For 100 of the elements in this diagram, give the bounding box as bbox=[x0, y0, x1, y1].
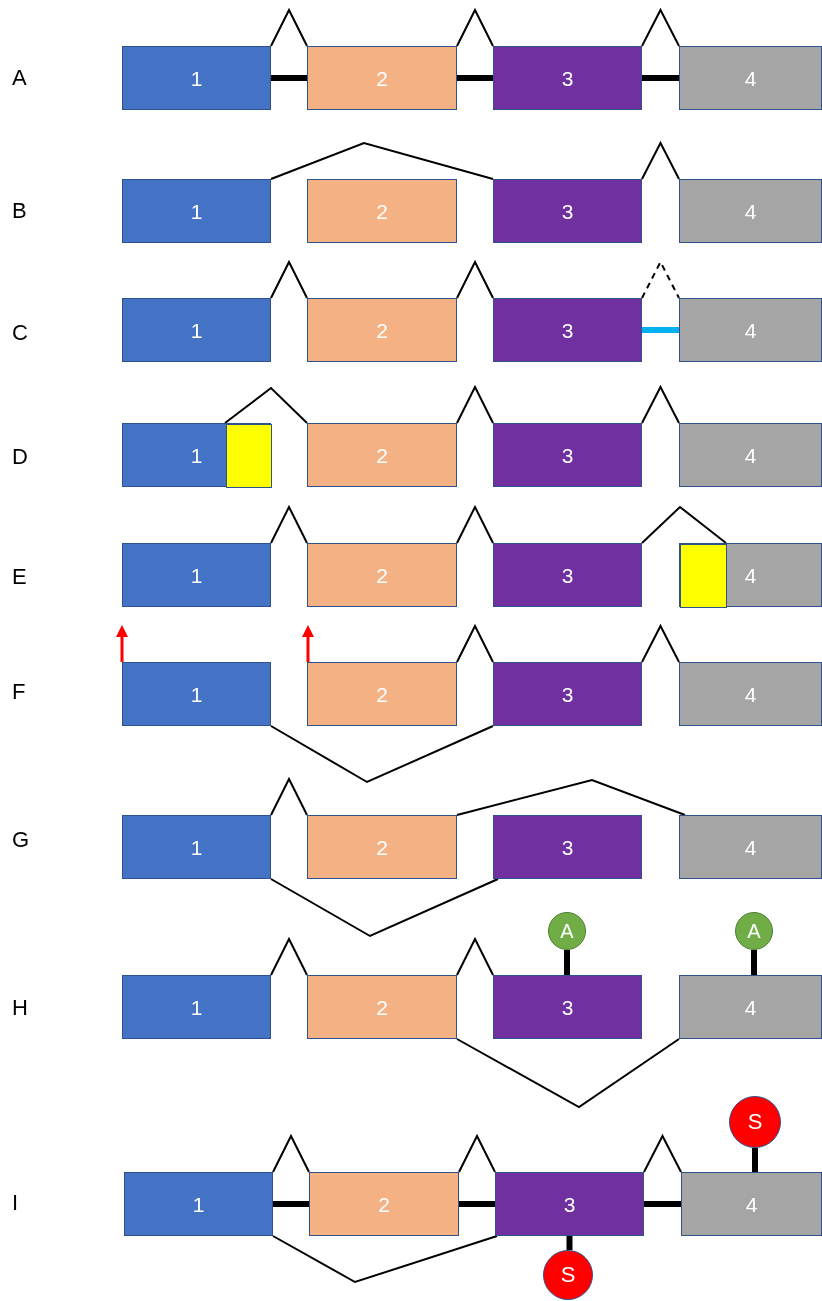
connector-bar bbox=[457, 75, 493, 81]
modification-letter: S bbox=[560, 1264, 576, 1286]
exon-number: 4 bbox=[744, 319, 757, 341]
exon-box bbox=[679, 423, 822, 487]
connector-bar bbox=[642, 75, 679, 81]
exon-box bbox=[679, 662, 822, 726]
splice-line bbox=[641, 7, 680, 47]
exon-number: 3 bbox=[561, 67, 574, 89]
splice-line bbox=[272, 1235, 498, 1284]
connector-bar bbox=[644, 1201, 681, 1207]
alternative-region-box bbox=[226, 424, 272, 488]
exon-number: 4 bbox=[744, 444, 757, 466]
connector-bar bbox=[752, 1148, 758, 1172]
exon-number: 2 bbox=[376, 444, 388, 466]
exon-box bbox=[122, 179, 271, 243]
exon-box bbox=[493, 975, 642, 1039]
exon-box bbox=[681, 1172, 822, 1236]
exon-number: 1 bbox=[192, 1193, 205, 1215]
alternative-region-box bbox=[680, 544, 727, 608]
exon-box bbox=[493, 815, 642, 879]
exon-number: 4 bbox=[744, 996, 757, 1018]
exon-box bbox=[122, 815, 271, 879]
exon-box bbox=[307, 179, 457, 243]
splice-line bbox=[456, 623, 494, 663]
splice-line bbox=[270, 936, 308, 976]
exon-box bbox=[679, 179, 822, 243]
exon-number: 1 bbox=[190, 996, 203, 1018]
exon-number: 2 bbox=[376, 683, 388, 705]
exon-number: 3 bbox=[561, 836, 574, 858]
exon-number: 1 bbox=[190, 444, 203, 466]
exon-number: 2 bbox=[376, 319, 388, 341]
row-label: H bbox=[12, 997, 28, 1019]
exon-box bbox=[679, 975, 822, 1039]
connector-bar bbox=[273, 1201, 309, 1207]
exon-box bbox=[124, 1172, 273, 1236]
row-label: I bbox=[12, 1192, 19, 1214]
exon-number: 4 bbox=[744, 836, 757, 858]
splice-line bbox=[643, 1133, 682, 1173]
splice-line bbox=[270, 7, 308, 47]
connector-bar bbox=[751, 950, 757, 975]
exon-number: 1 bbox=[190, 200, 203, 222]
row-label: F bbox=[12, 681, 26, 703]
exon-box bbox=[307, 975, 457, 1039]
exon-number: 1 bbox=[190, 836, 203, 858]
splice-line bbox=[224, 386, 308, 424]
exon-box bbox=[307, 815, 457, 879]
exon-number: 1 bbox=[190, 564, 203, 586]
modification-circle bbox=[735, 912, 773, 950]
exon-box bbox=[122, 298, 271, 362]
exon-number: 4 bbox=[745, 1193, 758, 1215]
modification-letter: S bbox=[747, 1111, 763, 1133]
exon-box bbox=[122, 662, 271, 726]
connector-bar bbox=[566, 1236, 573, 1250]
exon-number: 4 bbox=[744, 67, 757, 89]
exon-number: 2 bbox=[376, 836, 388, 858]
splice-line bbox=[270, 776, 308, 816]
exon-box bbox=[679, 46, 822, 110]
exon-box bbox=[122, 46, 271, 110]
exon-box bbox=[309, 1172, 459, 1236]
modification-letter: A bbox=[747, 921, 761, 941]
exon-box bbox=[679, 298, 822, 362]
row-label: D bbox=[12, 446, 28, 468]
exon-box bbox=[679, 543, 822, 607]
exon-number: 3 bbox=[561, 444, 574, 466]
exon-number: 3 bbox=[561, 996, 574, 1018]
exon-number: 3 bbox=[563, 1193, 576, 1215]
splice-line bbox=[641, 384, 680, 424]
exon-box bbox=[679, 815, 822, 879]
row-label: A bbox=[12, 67, 27, 89]
splice-line bbox=[458, 1133, 496, 1173]
exon-box bbox=[307, 423, 457, 487]
splice-line bbox=[270, 504, 308, 544]
exon-box bbox=[493, 46, 642, 110]
splice-line bbox=[456, 778, 686, 816]
splice-line bbox=[641, 623, 680, 663]
splice-line bbox=[456, 936, 494, 976]
connector-bar bbox=[459, 1201, 495, 1207]
splice-line bbox=[270, 725, 494, 784]
splice-line bbox=[270, 878, 499, 938]
modification-circle bbox=[543, 1250, 593, 1300]
connector-bar bbox=[564, 950, 570, 975]
exon-box bbox=[493, 298, 642, 362]
row-label: B bbox=[12, 200, 27, 222]
exon-box bbox=[122, 543, 271, 607]
exon-box bbox=[495, 1172, 644, 1236]
splice-line bbox=[456, 384, 494, 424]
row-label: C bbox=[12, 322, 28, 344]
splice-line bbox=[641, 505, 727, 544]
exon-box bbox=[493, 179, 642, 243]
exon-box bbox=[122, 423, 271, 487]
splice-line bbox=[456, 259, 494, 299]
exon-number: 3 bbox=[561, 564, 574, 586]
exon-number: 2 bbox=[376, 67, 388, 89]
exon-number: 4 bbox=[744, 564, 757, 586]
exon-number: 1 bbox=[190, 319, 203, 341]
exon-number: 4 bbox=[744, 683, 757, 705]
splice-line bbox=[456, 1038, 680, 1109]
exon-box bbox=[307, 662, 457, 726]
connector-bar bbox=[271, 75, 307, 81]
connector-bar bbox=[642, 327, 679, 333]
